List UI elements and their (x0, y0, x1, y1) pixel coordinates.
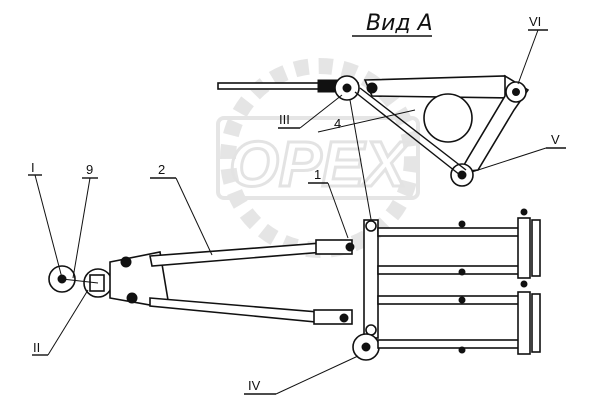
callout-IV: IV (248, 378, 261, 393)
leader-lines (28, 29, 566, 395)
callout-labels: I 9 II 2 1 III 4 VI V IV (31, 14, 560, 393)
callout-4: 4 (334, 116, 341, 131)
callout-9: 9 (86, 162, 93, 177)
watermark-text: OPEX (229, 128, 410, 200)
callout-VI: VI (529, 14, 541, 29)
callout-1: 1 (314, 167, 321, 182)
callout-V: V (551, 132, 560, 147)
upper-mechanism (217, 74, 530, 226)
callout-II: II (33, 340, 40, 355)
lower-mechanism (48, 208, 541, 361)
callout-2: 2 (158, 162, 165, 177)
view-title: Вид А (366, 11, 433, 36)
callout-I: I (31, 160, 35, 175)
callout-III: III (279, 112, 290, 127)
